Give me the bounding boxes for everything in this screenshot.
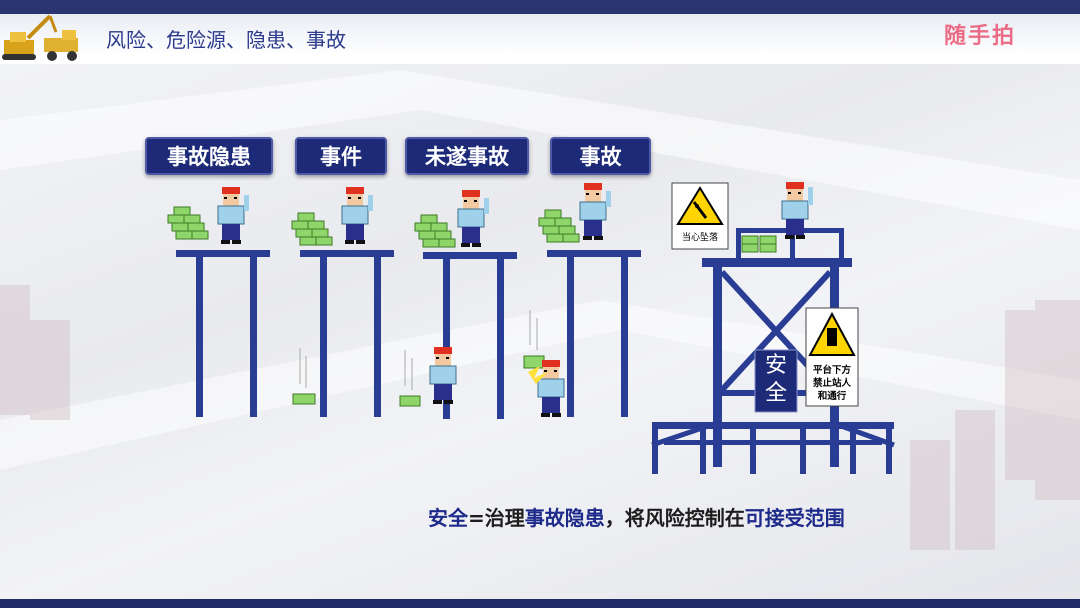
no-stand-line-3: 和通行 — [806, 390, 858, 403]
no-stand-text: 平台下方 禁止站人 和通行 — [806, 364, 858, 403]
safety-statement: 安全=治理事故隐患，将风险控制在可接受范围 — [428, 502, 845, 531]
safe-label-char-1: 安 — [755, 352, 797, 380]
statement-part-3: ，将风险控制在 — [605, 506, 745, 530]
bottom-bar — [0, 599, 1080, 608]
statement-part-2: 事故隐患 — [525, 506, 605, 530]
safe-label: 安 全 — [755, 352, 797, 408]
platform-3 — [400, 190, 517, 419]
platform-4 — [524, 183, 641, 417]
statement-part-4: 可接受范围 — [745, 506, 845, 530]
caution-fall-text: 当心坠落 — [674, 230, 726, 243]
platform-1 — [168, 187, 270, 417]
platform-2 — [292, 187, 394, 417]
no-stand-line-2: 禁止站人 — [806, 377, 858, 390]
statement-part-1: 治理 — [485, 506, 525, 530]
no-stand-line-1: 平台下方 — [806, 364, 858, 377]
safe-label-char-2: 全 — [755, 380, 797, 408]
safety-term: 安全 — [428, 506, 468, 530]
equals-sign: = — [468, 506, 485, 530]
